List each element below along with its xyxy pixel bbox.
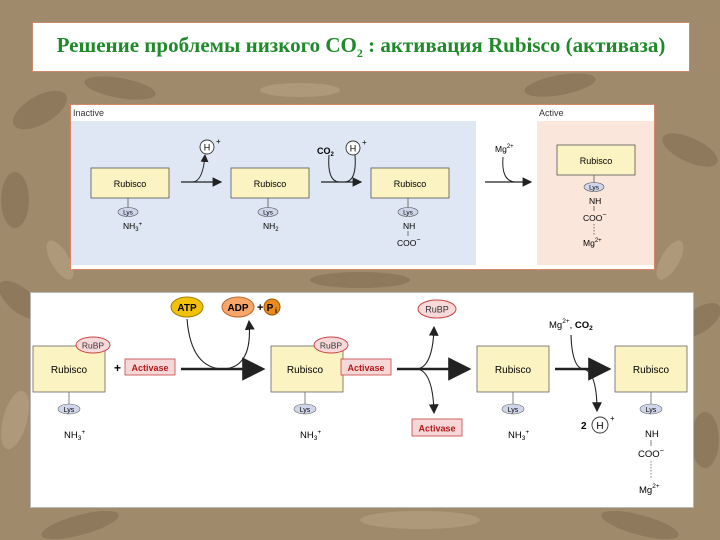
svg-text:RuBP: RuBP: [320, 341, 343, 351]
svg-text:Lys: Lys: [300, 407, 311, 414]
svg-text:Mg2+: Mg2+: [583, 238, 602, 248]
svg-text:NH3+: NH3+: [508, 429, 529, 442]
atp-molecule: ATP: [170, 296, 204, 318]
svg-text:2: 2: [581, 421, 587, 432]
rubp-molecule: [75, 336, 111, 354]
svg-text:Rubisco: Rubisco: [495, 365, 532, 376]
svg-text:Lys: Lys: [646, 407, 657, 414]
svg-text:NH: NH: [645, 429, 659, 440]
inactive-label: Inactive: [73, 108, 104, 118]
rubisco-rubp-bound: Rubisco RuBP Lys NH3+: [32, 336, 111, 442]
rubisco-carbamylated: Rubisco Lys NH COO−: [370, 167, 450, 248]
activase-free-1: Activase: [124, 358, 176, 376]
plus-sign: +: [114, 361, 121, 375]
svg-text:Lys: Lys: [123, 210, 134, 217]
svg-text:COO−: COO−: [397, 237, 420, 248]
svg-text:NH3+: NH3+: [64, 429, 85, 442]
rubisco-label: Rubisco: [114, 179, 147, 189]
svg-text:RuBP: RuBP: [82, 341, 105, 351]
svg-text:NH2: NH2: [263, 221, 279, 233]
svg-text:H: H: [596, 421, 603, 432]
svg-text:+: +: [362, 138, 367, 147]
lysine-residue: [57, 403, 81, 415]
active-label: Active: [539, 108, 564, 118]
svg-text:Rubisco: Rubisco: [394, 179, 427, 189]
magnesium-ion: Mg2+: [495, 144, 514, 154]
svg-text:P: P: [267, 303, 274, 314]
svg-text:NH3+: NH3+: [300, 429, 321, 442]
svg-text:Lys: Lys: [589, 185, 600, 192]
mg-co2-substrates: Mg2+, CO2: [549, 318, 593, 332]
co2-substrate: CO2: [317, 146, 335, 158]
svg-text:ADP: ADP: [227, 303, 248, 314]
svg-text:Rubisco: Rubisco: [580, 156, 613, 166]
svg-text:+: +: [216, 137, 221, 146]
svg-text:COO−: COO−: [638, 446, 665, 460]
rubisco-active: Rubisco Lys NH COO− Mg2+: [556, 144, 636, 248]
rubisco-free: Rubisco Lys NH3+: [476, 345, 550, 442]
lysine-residue: [117, 207, 139, 217]
svg-text:ATP: ATP: [177, 303, 197, 314]
svg-text:i: i: [275, 308, 277, 315]
proton-out-2: H +: [345, 138, 367, 156]
svg-text:RuBP: RuBP: [425, 305, 449, 315]
svg-text:Rubisco: Rubisco: [633, 365, 670, 376]
svg-text:Lys: Lys: [263, 210, 274, 217]
svg-text:COO−: COO−: [583, 212, 606, 223]
activase-diagram: Rubisco RuBP Lys NH3+ + Activase ATP ADP…: [32, 296, 688, 496]
svg-text:+: +: [610, 414, 615, 423]
svg-text:NH: NH: [589, 196, 601, 206]
page-title: Решение проблемы низкого СО2 : активация…: [56, 32, 666, 61]
activase-released: Activase: [411, 418, 463, 437]
adp-molecule: ADP: [221, 296, 255, 318]
phosphate-molecule: P i: [263, 298, 281, 316]
rubisco-inactive-1: Rubisco Lys NH3+: [90, 167, 170, 233]
svg-text:Activase: Activase: [347, 363, 384, 373]
svg-text:Lys: Lys: [508, 407, 519, 414]
title-box: Решение проблемы низкого СО2 : активация…: [32, 22, 690, 72]
rubisco-active-bottom: Rubisco Lys NH COO− Mg2+: [614, 345, 688, 496]
svg-text:Activase: Activase: [418, 424, 455, 434]
top-reaction-diagram: Inactive Active Rubisco Lys NH3+ H + Rub…: [71, 108, 654, 265]
protons-released: 2 H +: [581, 414, 615, 434]
proton-out-1: H +: [199, 137, 221, 155]
svg-text:Lys: Lys: [64, 407, 75, 414]
svg-text:Activase: Activase: [131, 363, 168, 373]
svg-text:Mg2+: Mg2+: [639, 483, 660, 496]
top-reaction-panel: Inactive Active Rubisco Lys NH3+ H + Rub…: [70, 104, 655, 270]
svg-text:Rubisco: Rubisco: [287, 365, 324, 376]
svg-text:H: H: [350, 144, 357, 154]
amine-group: NH3+: [123, 221, 143, 233]
svg-text:Rubisco: Rubisco: [254, 179, 287, 189]
svg-text:NH: NH: [403, 221, 415, 231]
svg-text:+: +: [257, 302, 263, 314]
svg-text:H: H: [204, 143, 211, 153]
svg-text:Lys: Lys: [403, 210, 414, 217]
rubp-released: RuBP: [417, 299, 457, 319]
svg-text:Rubisco: Rubisco: [51, 365, 88, 376]
rubisco-inactive-2: Rubisco Lys NH2: [230, 167, 310, 233]
bottom-activase-panel: Rubisco RuBP Lys NH3+ + Activase ATP ADP…: [30, 292, 694, 508]
rubisco-activase-complex: Rubisco RuBP Activase Lys NH3+: [270, 336, 392, 442]
